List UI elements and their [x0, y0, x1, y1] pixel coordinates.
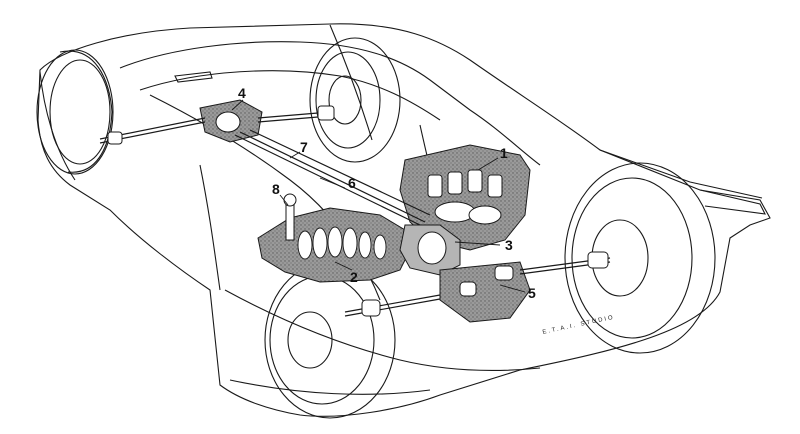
callout-5: 5: [528, 285, 536, 301]
front-left-wheel: [36, 49, 114, 175]
front-right-wheel: [309, 37, 401, 163]
callout-1: 1: [500, 145, 508, 161]
cv-joints: [107, 105, 609, 317]
callout-3: 3: [505, 237, 513, 253]
callout-8: 8: [272, 181, 280, 197]
drive-shafts: [99, 111, 611, 317]
transfer-case: [399, 224, 461, 276]
gearbox-housing: [257, 193, 411, 283]
engine-block: [399, 144, 531, 251]
car-body: [37, 23, 771, 417]
callout-4: 4: [238, 85, 246, 101]
callout-7: 7: [300, 139, 308, 155]
callout-6: 6: [348, 175, 356, 191]
rear-differential-housing: [439, 261, 531, 323]
leader-lines: [231, 99, 526, 293]
front-differential: [199, 99, 263, 143]
callout-2: 2: [350, 269, 358, 285]
